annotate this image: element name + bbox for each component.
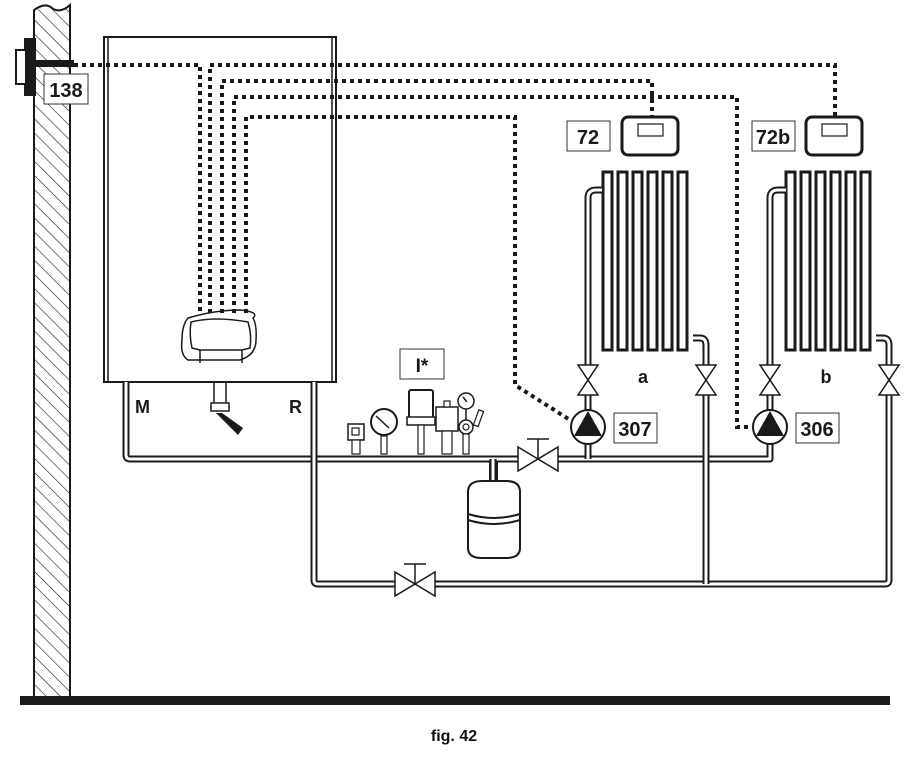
room-thermostat-a [620, 115, 680, 157]
svg-text:306: 306 [800, 419, 833, 441]
expansion-vessel [467, 462, 521, 559]
radiator-column [829, 170, 842, 352]
pipe-b-supply [766, 186, 786, 365]
safety-devices [347, 389, 485, 455]
wiring-outdoor-sensor [74, 63, 202, 313]
room-thermostat-b [804, 115, 864, 157]
floor [20, 696, 890, 705]
bypass-valve [394, 563, 436, 598]
circulation-pump-a [570, 409, 606, 445]
flow-shutoff-valve [517, 438, 559, 473]
pipe-flow-main [122, 382, 520, 463]
label-138: 138 [43, 73, 89, 105]
radiator-column [601, 170, 614, 352]
wiring-pump-b [232, 95, 752, 429]
label-flow: M [135, 397, 150, 417]
radiator-a [601, 170, 689, 352]
label-307: 307 [613, 412, 658, 444]
label-306: 306 [795, 412, 840, 444]
gas-connection [210, 382, 243, 435]
label-zone-a: a [638, 367, 649, 387]
figure-caption: fig. 42 [430, 728, 478, 745]
radiator-column [616, 170, 629, 352]
radiator-column [631, 170, 644, 352]
radiator-column [784, 170, 797, 352]
label-72: 72 [566, 120, 611, 152]
label-return: R [289, 397, 302, 417]
outdoor-sensor [15, 38, 74, 96]
label-safety-group: I* [399, 348, 445, 380]
label-zone-b: b [821, 367, 832, 387]
radiator-column [814, 170, 827, 352]
zone-valve-a-return [694, 364, 718, 396]
radiator-column [661, 170, 674, 352]
radiator-column [844, 170, 857, 352]
svg-text:I*: I* [416, 356, 429, 377]
radiator-column [799, 170, 812, 352]
control-panel [180, 309, 257, 363]
label-72b: 72b [751, 120, 796, 152]
radiator-b [784, 170, 872, 352]
pipe-a-supply [584, 186, 602, 365]
circulation-pump-b [752, 409, 788, 445]
zone-valves [576, 364, 901, 396]
svg-text:72b: 72b [756, 127, 790, 149]
radiator-column [676, 170, 689, 352]
zone-valve-b-return [877, 364, 901, 396]
radiator-column [859, 170, 872, 352]
wiring-thermostat-b [208, 63, 837, 313]
wall [33, 2, 71, 698]
zone-valve-b-supply [758, 364, 782, 396]
svg-text:72: 72 [577, 127, 599, 149]
wiring-pump-a [244, 115, 572, 422]
zone-valve-a-supply [576, 364, 600, 396]
radiator-column [646, 170, 659, 352]
pipe-network [122, 186, 893, 588]
svg-text:138: 138 [49, 80, 82, 102]
svg-text:307: 307 [618, 419, 651, 441]
